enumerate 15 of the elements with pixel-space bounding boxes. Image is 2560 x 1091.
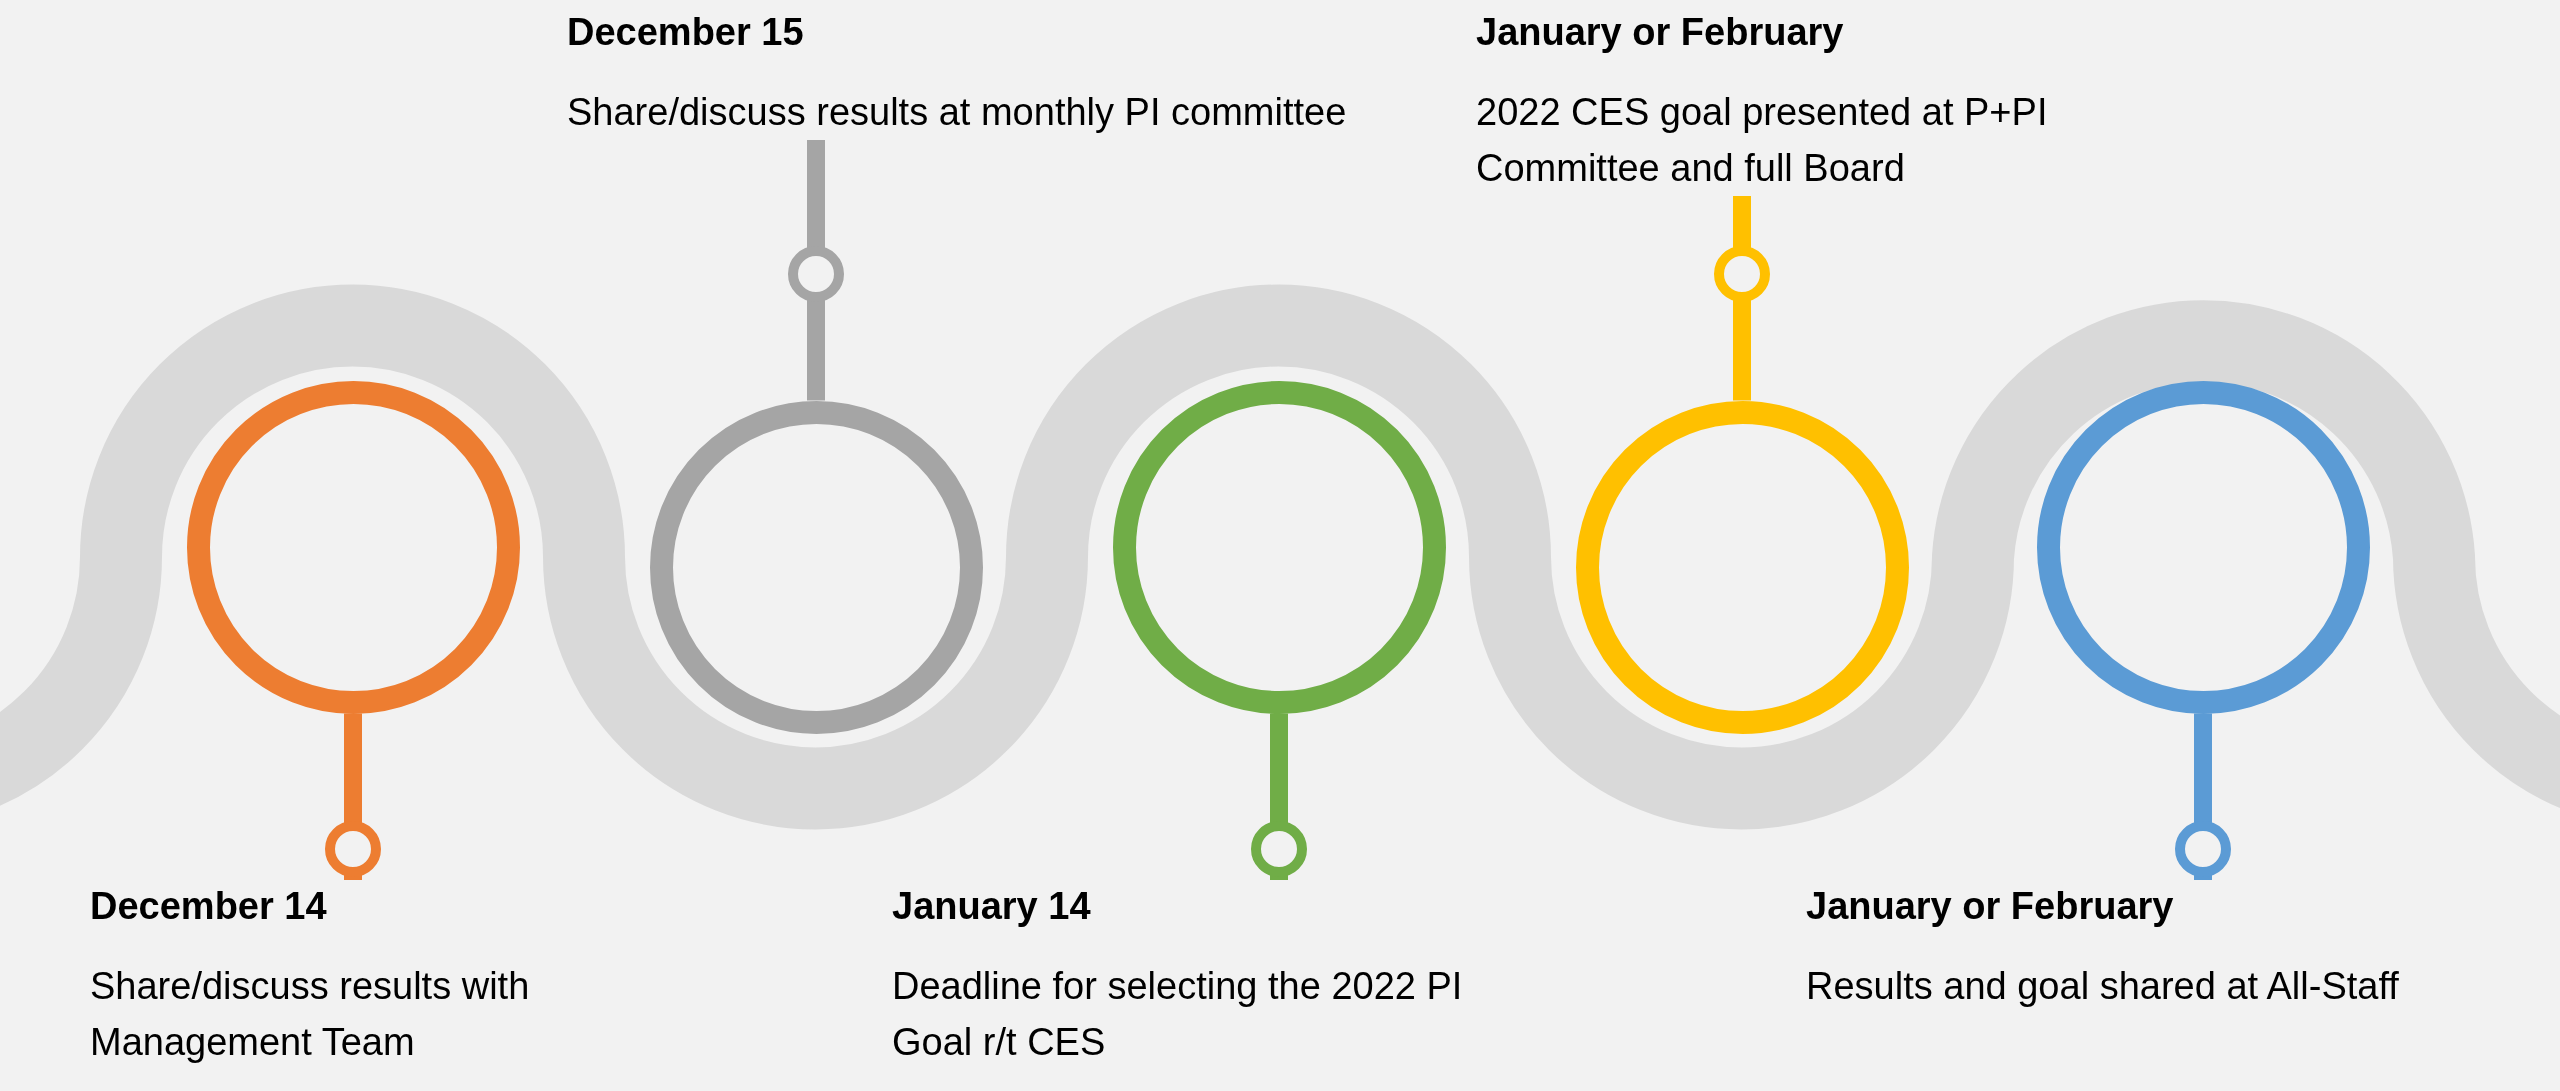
milestone-date: January 14: [892, 884, 1092, 929]
leader-line: [1714, 196, 1770, 401]
milestone-date: January or February: [1476, 10, 1845, 55]
leader-line: [325, 713, 381, 880]
milestone-description: Results and goal shared at All-Staff: [1806, 964, 2400, 1009]
milestone-description: Share/discuss results with Management Team: [90, 964, 531, 1065]
leader-line: [2175, 713, 2231, 880]
leader-line: [788, 140, 844, 401]
milestone-description: Deadline for selecting the 2022 PI Goal r/t CES: [892, 964, 1464, 1065]
leader-line: [1251, 713, 1307, 880]
milestone-date: December 14: [90, 884, 328, 929]
milestone-description: 2022 CES goal presented at P+PI Committee and full Board: [1476, 90, 2049, 191]
milestone-date: January or February: [1806, 884, 2175, 929]
milestone-description: Share/discuss results at monthly PI committee: [567, 90, 1348, 135]
milestone-date: December 15: [567, 10, 805, 55]
